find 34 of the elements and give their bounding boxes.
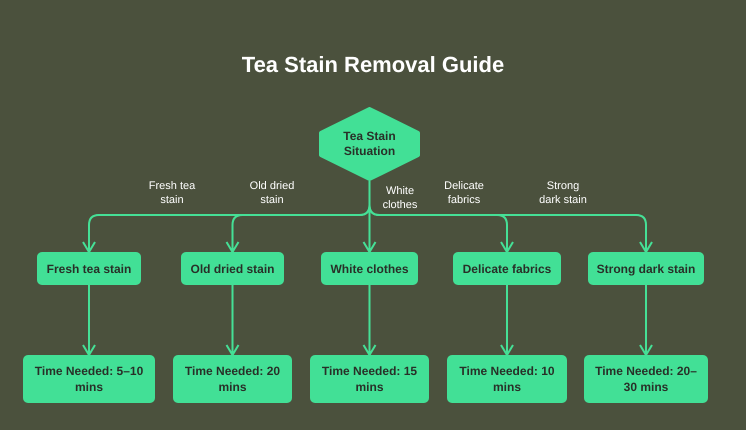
process-box bbox=[23, 355, 155, 403]
edge-label: Delicate fabrics bbox=[443, 179, 485, 207]
box-text: Time Needed: 15 mins bbox=[320, 363, 418, 395]
box-text: Time Needed: 10 mins bbox=[458, 363, 556, 395]
process-box bbox=[584, 355, 708, 403]
process-box bbox=[447, 355, 567, 403]
edge-label: White clothes bbox=[382, 184, 418, 212]
connector-arrow bbox=[500, 285, 514, 356]
process-box bbox=[588, 252, 704, 285]
edge-label: Fresh tea stain bbox=[148, 179, 196, 207]
edge-label: Old dried stain bbox=[248, 179, 296, 207]
process-box bbox=[453, 252, 561, 285]
diagram-title: Tea Stain Removal Guide bbox=[242, 51, 504, 79]
process-box bbox=[181, 252, 284, 285]
box-text: Delicate fabrics bbox=[462, 260, 552, 276]
process-box bbox=[173, 355, 292, 403]
box-text: Time Needed: 20–30 mins bbox=[594, 363, 698, 395]
connector-arrow bbox=[368, 181, 653, 253]
box-text: Time Needed: 5–10 mins bbox=[34, 363, 144, 395]
box-text: Time Needed: 20 mins bbox=[184, 363, 282, 395]
connector-arrow bbox=[639, 285, 653, 356]
connector-arrow bbox=[362, 285, 376, 356]
connector-arrow bbox=[226, 285, 240, 356]
process-box bbox=[310, 355, 429, 403]
box-text: Old dried stain bbox=[190, 260, 274, 276]
node-text: Tea Stain Situation bbox=[342, 129, 397, 159]
box-text: Fresh tea stain bbox=[46, 260, 132, 276]
edge-label: Strong dark stain bbox=[538, 179, 588, 207]
process-box bbox=[37, 252, 141, 285]
box-text: White clothes bbox=[330, 260, 408, 276]
process-box bbox=[321, 252, 418, 285]
decision-hexagon bbox=[319, 107, 420, 181]
box-text: Strong dark stain bbox=[596, 260, 696, 276]
connector-arrow bbox=[82, 285, 96, 356]
